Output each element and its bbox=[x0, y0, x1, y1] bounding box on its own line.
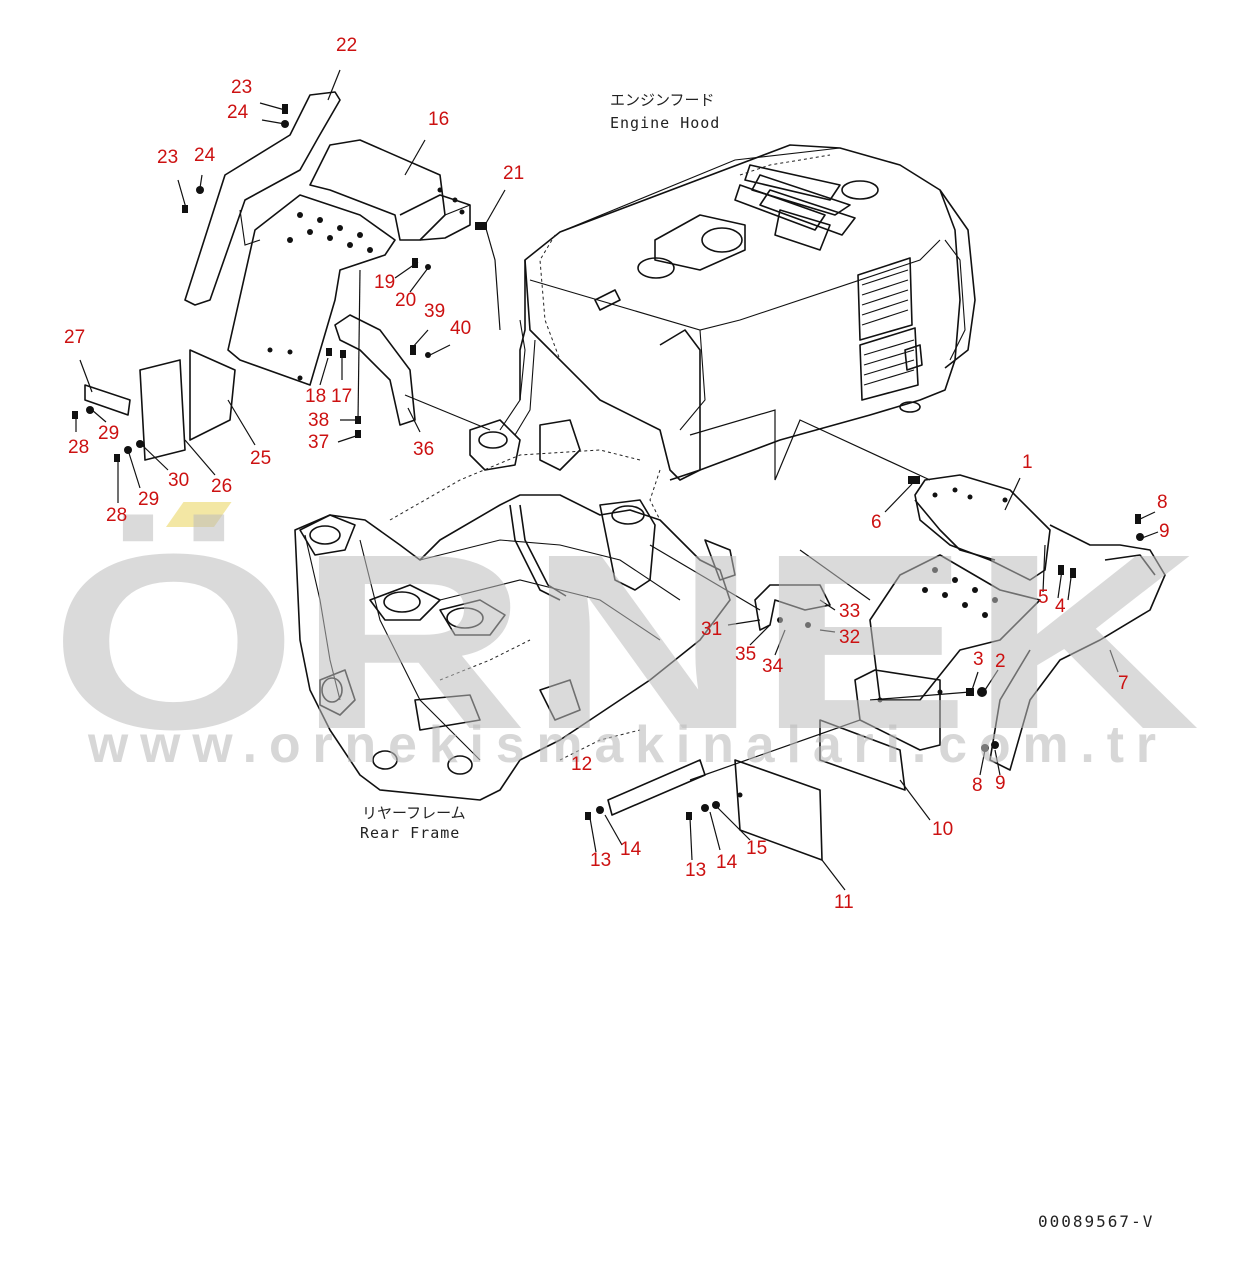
callout-19: 19 bbox=[374, 272, 395, 293]
callout-4: 4 bbox=[1055, 596, 1066, 617]
watermark-url: www.ornekismakinalari.com.tr bbox=[87, 716, 1168, 774]
rear-frame bbox=[294, 319, 736, 801]
engine-hood-label-en: Engine Hood bbox=[610, 114, 720, 132]
fasteners bbox=[72, 104, 1144, 820]
callout-16: 16 bbox=[428, 109, 449, 130]
callout-1: 1 bbox=[1022, 452, 1033, 473]
callout-9: 9 bbox=[1159, 521, 1170, 542]
callout-35: 35 bbox=[735, 644, 756, 665]
left-assembly bbox=[84, 91, 471, 461]
callout-29: 29 bbox=[98, 423, 119, 444]
callout-18: 18 bbox=[305, 386, 326, 407]
callout-12: 12 bbox=[571, 754, 592, 775]
callout-40: 40 bbox=[450, 318, 471, 339]
callout-5: 5 bbox=[1038, 587, 1049, 608]
callout-24: 24 bbox=[194, 145, 216, 166]
callout-29: 29 bbox=[138, 489, 159, 510]
callout-32: 32 bbox=[839, 627, 860, 648]
callout-39: 39 bbox=[424, 301, 445, 322]
callouts: 22 23 24 23 24 16 21 19 20 39 40 27 18 1… bbox=[64, 35, 1170, 913]
callout-30: 30 bbox=[168, 470, 189, 491]
callout-2: 2 bbox=[995, 651, 1006, 672]
callout-34: 34 bbox=[762, 656, 784, 677]
callout-31: 31 bbox=[701, 619, 722, 640]
callout-28: 28 bbox=[68, 437, 89, 458]
engine-hood-label-jp: エンジンフード bbox=[610, 91, 715, 109]
callout-37: 37 bbox=[308, 432, 329, 453]
callout-9: 9 bbox=[995, 773, 1006, 794]
callout-28: 28 bbox=[106, 505, 127, 526]
callout-8: 8 bbox=[972, 775, 983, 796]
document-number: 00089567-V bbox=[1038, 1212, 1154, 1231]
engine-hood bbox=[519, 144, 976, 521]
reference-labels: エンジンフード Engine Hood リヤーフレーム Rear Frame 0… bbox=[360, 91, 1154, 1231]
watermark-umlaut-right bbox=[165, 502, 232, 527]
callout-10: 10 bbox=[932, 819, 953, 840]
callout-8: 8 bbox=[1157, 492, 1168, 513]
callout-7: 7 bbox=[1118, 673, 1129, 694]
callout-23: 23 bbox=[231, 77, 252, 98]
callout-38: 38 bbox=[308, 410, 329, 431]
callout-3: 3 bbox=[973, 649, 984, 670]
callout-21: 21 bbox=[503, 163, 524, 184]
rear-frame-label-jp: リヤーフレーム bbox=[362, 804, 466, 822]
callout-13: 13 bbox=[590, 850, 611, 871]
callout-14: 14 bbox=[620, 839, 642, 860]
rear-frame-label-en: Rear Frame bbox=[360, 824, 460, 842]
callout-20: 20 bbox=[395, 290, 416, 311]
callout-23: 23 bbox=[157, 147, 178, 168]
watermark: ÖRNEK www.ornekismakinalari.com.tr bbox=[50, 502, 1200, 781]
callout-26: 26 bbox=[211, 476, 232, 497]
callout-36: 36 bbox=[413, 439, 434, 460]
callout-11: 11 bbox=[834, 892, 854, 913]
callout-22: 22 bbox=[336, 35, 357, 56]
callout-17: 17 bbox=[331, 386, 352, 407]
watermark-brand: ÖRNEK bbox=[50, 502, 1200, 781]
callout-6: 6 bbox=[871, 512, 882, 533]
callout-15: 15 bbox=[746, 838, 767, 859]
callout-24: 24 bbox=[227, 102, 249, 123]
callout-27: 27 bbox=[64, 327, 85, 348]
callout-13: 13 bbox=[685, 860, 706, 881]
callout-25: 25 bbox=[250, 448, 271, 469]
callout-33: 33 bbox=[839, 601, 860, 622]
callout-14: 14 bbox=[716, 852, 738, 873]
